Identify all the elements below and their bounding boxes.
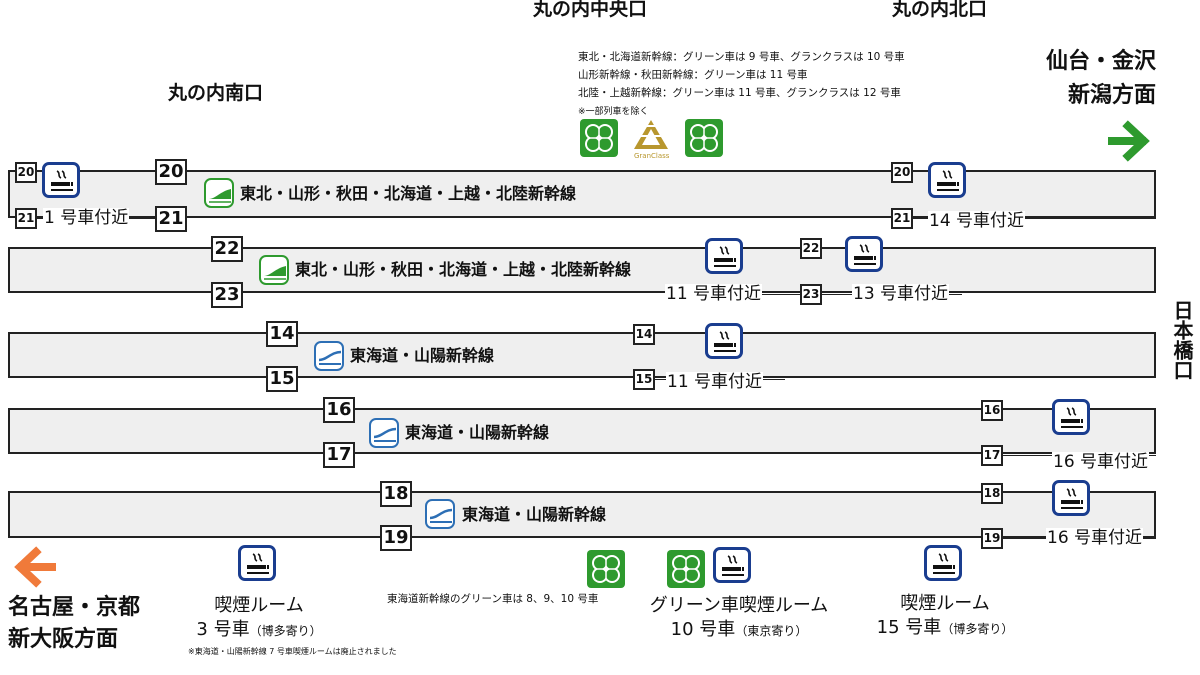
abolished-note: ※東海道・山陽新幹線 7 号車喫煙ルームは廃止されました — [188, 647, 397, 656]
car-position-label: 16 号車付近 — [1052, 452, 1150, 472]
exit-nihonbashi: 日本橋口 — [1170, 300, 1194, 380]
green-car-icon — [587, 550, 625, 588]
green-car-info-yamagata: 山形新幹線・秋田新幹線：グリーン車は 11 号車 — [578, 69, 808, 81]
track-number: 16 — [981, 400, 1003, 421]
green-car-info-note: ※一部列車を除く — [578, 107, 649, 117]
smoking-room-title: グリーン車喫煙ルーム — [649, 595, 829, 616]
track-number: 15 — [266, 366, 298, 392]
platform-tracks-22-23 — [8, 247, 1156, 293]
smoking-icon — [1052, 399, 1090, 435]
car-position-label: 14 号車付近 — [928, 211, 1026, 231]
car-position-label: 11 号車付近 — [666, 372, 764, 392]
platform-tracks-18-19 — [8, 491, 1156, 538]
platform-line-label: 東海道・山陽新幹線 — [462, 505, 607, 524]
smoking-icon — [238, 545, 276, 581]
leader-line — [913, 218, 1156, 219]
track-number: 18 — [981, 483, 1003, 504]
car-position-label: 11 号車付近 — [665, 284, 763, 304]
track-number: 20 — [15, 162, 37, 183]
platform-tracks-16-17 — [8, 408, 1156, 454]
direction-west-line2: 新大阪方面 — [8, 627, 119, 652]
platform-line-label: 東海道・山陽新幹線 — [350, 346, 495, 365]
platform-tracks-14-15 — [8, 332, 1156, 378]
tokaido-shinkansen-icon — [369, 418, 399, 448]
track-number: 14 — [633, 324, 655, 345]
green-car-info-hokuriku: 北陸・上越新幹線：グリーン車は 11 号車、グランクラスは 12 号車 — [578, 87, 901, 99]
track-number: 17 — [981, 445, 1003, 466]
direction-east-line2: 新潟方面 — [1067, 83, 1156, 108]
smoking-room-15: 喫煙ルーム 15 号車（博多寄り） — [860, 592, 1030, 640]
tokaido-shinkansen-icon — [314, 341, 344, 371]
platform-line-label: 東海道・山陽新幹線 — [405, 423, 550, 442]
track-number: 23 — [211, 282, 243, 308]
smoking-icon — [845, 236, 883, 272]
track-number: 17 — [323, 442, 355, 468]
west-arrow-icon — [14, 546, 56, 588]
track-number: 19 — [380, 525, 412, 551]
smoking-icon — [713, 547, 751, 583]
track-number: 20 — [891, 162, 913, 183]
smoking-room-side: （博多寄り） — [249, 624, 322, 638]
exit-marunouchi-south: 丸の内南口 — [168, 82, 264, 104]
track-number: 19 — [981, 528, 1003, 549]
track-number: 22 — [800, 238, 822, 259]
track-number: 21 — [15, 208, 37, 229]
direction-east-line1: 仙台・金沢 — [1045, 49, 1156, 74]
track-number: 14 — [266, 321, 298, 347]
track-number: 18 — [380, 481, 412, 507]
smoking-room-car: 10 号車 — [670, 619, 736, 640]
green-car-info-tohoku: 東北・北海道新幹線：グリーン車は 9 号車、グランクラスは 10 号車 — [578, 51, 905, 63]
track-number: 20 — [155, 159, 187, 185]
smoking-room-side: （博多寄り） — [941, 622, 1014, 636]
track-number: 21 — [891, 208, 913, 229]
track-number: 23 — [800, 284, 822, 305]
track-number: 16 — [323, 397, 355, 423]
car-position-label: 1 号車付近 — [43, 208, 130, 228]
green-car-icon — [685, 119, 723, 157]
green-car-icon — [580, 119, 618, 157]
smoking-room-car: 15 号車 — [876, 617, 942, 638]
track-number: 15 — [633, 369, 655, 390]
smoking-room-title: 喫煙ルーム — [214, 595, 304, 616]
exit-marunouchi-central: 丸の内中央口 — [533, 0, 648, 20]
track-number: 21 — [155, 206, 187, 232]
smoking-room-title: 喫煙ルーム — [900, 593, 990, 614]
smoking-room-3: 喫煙ルーム 3 号車（博多寄り） — [176, 594, 342, 642]
green-car-icon — [667, 550, 705, 588]
tohoku-shinkansen-icon — [204, 178, 234, 208]
smoking-icon — [928, 162, 966, 198]
platform-line-label: 東北・山形・秋田・北海道・上越・北陸新幹線 — [295, 260, 632, 279]
platform-line-label: 東北・山形・秋田・北海道・上越・北陸新幹線 — [240, 184, 577, 203]
car-position-label: 13 号車付近 — [852, 284, 950, 304]
smoking-icon — [1052, 480, 1090, 516]
tokaido-shinkansen-icon — [425, 499, 455, 529]
smoking-icon — [42, 162, 80, 198]
car-position-label: 16 号車付近 — [1046, 528, 1144, 548]
tokaido-green-info: 東海道新幹線のグリーン車は 8、9、10 号車 — [387, 593, 599, 605]
exit-marunouchi-north: 丸の内北口 — [892, 0, 988, 20]
smoking-room-10: グリーン車喫煙ルーム 10 号車（東京寄り） — [628, 594, 850, 642]
track-number: 22 — [211, 236, 243, 262]
smoking-room-car: 3 号車 — [196, 619, 250, 640]
smoking-icon — [705, 323, 743, 359]
direction-west-line1: 名古屋・京都 — [8, 595, 141, 620]
smoking-room-side: （東京寄り） — [735, 624, 808, 638]
granclass-label: GranClass — [634, 152, 670, 160]
smoking-icon — [924, 545, 962, 581]
tohoku-shinkansen-icon — [259, 255, 289, 285]
granclass-icon — [634, 120, 668, 149]
east-arrow-icon — [1108, 120, 1150, 162]
smoking-icon — [705, 238, 743, 274]
